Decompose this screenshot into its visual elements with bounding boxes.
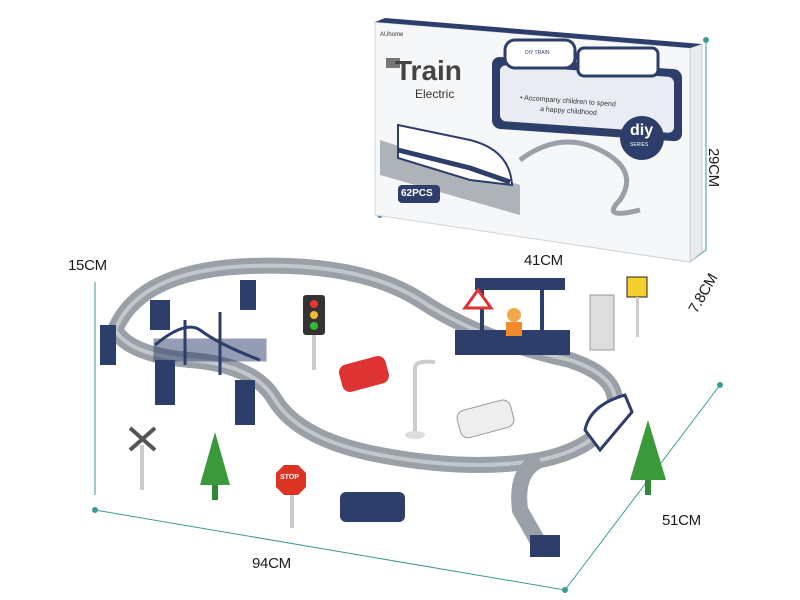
toy-train xyxy=(583,393,634,453)
product-box xyxy=(374,18,703,264)
track-end-block xyxy=(530,535,560,557)
suspension-bridge xyxy=(153,312,267,375)
stop-sign xyxy=(276,465,306,528)
toy-car-white xyxy=(456,399,515,439)
toy-car-red xyxy=(338,356,390,392)
set-height-label: 15CM xyxy=(68,257,107,274)
toy-car-navy xyxy=(340,492,405,522)
train-label: DIY TRAIN xyxy=(525,50,550,56)
train-station xyxy=(455,278,570,355)
set-depth-label: 51CM xyxy=(662,512,701,529)
piece-count-badge: 62PCS xyxy=(401,188,433,199)
box-width-label: 41CM xyxy=(524,252,563,269)
diy-badge: diy xyxy=(630,122,654,139)
tree-right xyxy=(630,420,666,495)
box-title: Train xyxy=(395,55,462,86)
street-lamp xyxy=(405,359,436,439)
diy-badge-sub: SERIES xyxy=(630,142,649,148)
box-brand: AUhome xyxy=(380,32,404,38)
box-height-label: 29CM xyxy=(705,148,722,187)
tunnel-sign xyxy=(626,276,648,337)
box-subtitle: Electric xyxy=(415,87,455,101)
set-width-label: 94CM xyxy=(252,555,291,572)
traffic-light xyxy=(303,295,325,370)
railroad-crossing xyxy=(128,426,157,490)
warning-sign xyxy=(462,287,494,310)
tree-left xyxy=(200,432,230,500)
display-board xyxy=(589,294,615,351)
stop-sign-text: STOP xyxy=(280,474,299,481)
